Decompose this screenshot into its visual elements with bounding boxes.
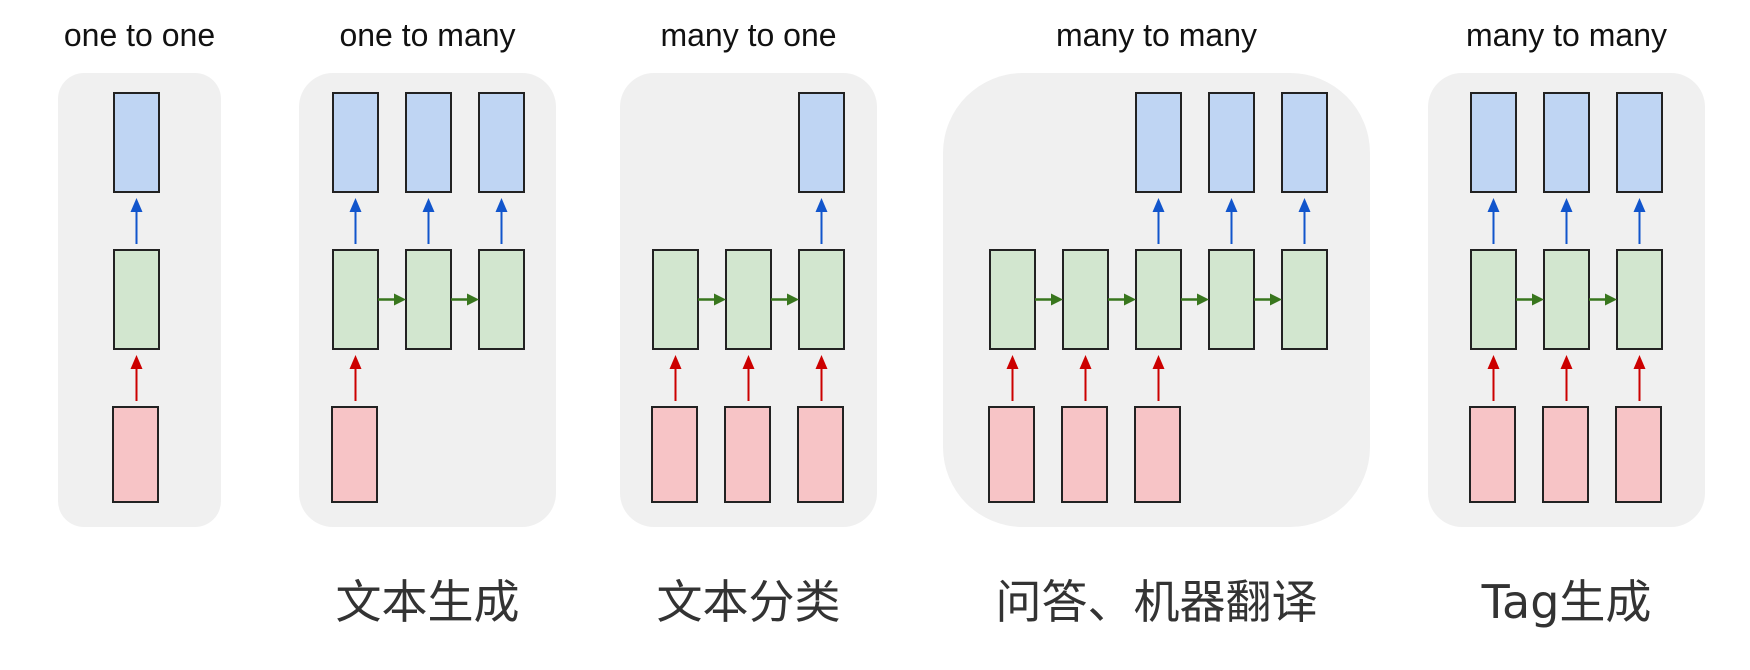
- hidden-state-box: [1135, 249, 1182, 350]
- output-box: [1281, 92, 1328, 193]
- output-arrowhead: [349, 198, 362, 212]
- output-box: [1208, 92, 1255, 193]
- input-arrowhead: [1152, 355, 1165, 369]
- hidden-state-box: [478, 249, 525, 350]
- input-box: [988, 406, 1035, 503]
- panel-title: one to one: [64, 17, 215, 53]
- output-box: [798, 92, 845, 193]
- input-arrowhead: [1006, 355, 1019, 369]
- recurrent-arrowhead: [1270, 293, 1282, 306]
- hidden-state-box: [113, 249, 160, 350]
- output-arrowhead: [1225, 198, 1238, 212]
- input-arrowhead: [815, 355, 828, 369]
- output-arrowhead: [495, 198, 508, 212]
- input-arrowhead: [669, 355, 682, 369]
- hidden-state-box: [332, 249, 379, 350]
- hidden-state-box: [1616, 249, 1663, 350]
- output-arrowhead: [1487, 198, 1500, 212]
- output-box: [478, 92, 525, 193]
- input-arrowhead: [1079, 355, 1092, 369]
- panel-title: many to one: [660, 17, 836, 53]
- recurrent-arrowhead: [1532, 293, 1544, 306]
- output-arrowhead: [1298, 198, 1311, 212]
- input-arrowhead: [1633, 355, 1646, 369]
- panel-title: one to many: [339, 17, 515, 53]
- input-arrowhead: [349, 355, 362, 369]
- output-arrowhead: [1560, 198, 1573, 212]
- input-box: [1469, 406, 1516, 503]
- input-box: [331, 406, 378, 503]
- input-arrowhead: [742, 355, 755, 369]
- output-arrowhead: [1152, 198, 1165, 212]
- recurrent-arrowhead: [394, 293, 406, 306]
- panel-title: many to many: [1466, 17, 1667, 53]
- output-box: [1470, 92, 1517, 193]
- panel-title: many to many: [1056, 17, 1257, 53]
- output-box: [405, 92, 452, 193]
- input-box: [797, 406, 844, 503]
- hidden-state-box: [652, 249, 699, 350]
- hidden-state-box: [1543, 249, 1590, 350]
- output-box: [1135, 92, 1182, 193]
- input-box: [651, 406, 698, 503]
- panel-caption: 问答、机器翻译: [996, 575, 1318, 629]
- hidden-state-box: [725, 249, 772, 350]
- input-box: [724, 406, 771, 503]
- output-arrowhead: [130, 198, 143, 212]
- input-arrowhead: [130, 355, 143, 369]
- input-box: [1542, 406, 1589, 503]
- hidden-state-box: [798, 249, 845, 350]
- recurrent-arrowhead: [714, 293, 726, 306]
- hidden-state-box: [1208, 249, 1255, 350]
- panel-caption: Tag生成: [1481, 575, 1652, 629]
- recurrent-arrowhead: [1197, 293, 1209, 306]
- output-box: [332, 92, 379, 193]
- recurrent-arrowhead: [1605, 293, 1617, 306]
- output-arrowhead: [815, 198, 828, 212]
- recurrent-arrowhead: [1051, 293, 1063, 306]
- hidden-state-box: [989, 249, 1036, 350]
- output-box: [1543, 92, 1590, 193]
- input-box: [1061, 406, 1108, 503]
- output-arrowhead: [422, 198, 435, 212]
- input-arrowhead: [1560, 355, 1573, 369]
- output-arrowhead: [1633, 198, 1646, 212]
- hidden-state-box: [1281, 249, 1328, 350]
- hidden-state-box: [405, 249, 452, 350]
- input-box: [1134, 406, 1181, 503]
- input-box: [1615, 406, 1662, 503]
- recurrent-arrowhead: [787, 293, 799, 306]
- output-box: [113, 92, 160, 193]
- panel-caption: 文本分类: [657, 575, 841, 629]
- input-arrowhead: [1487, 355, 1500, 369]
- panel-caption: 文本生成: [336, 575, 520, 629]
- input-box: [112, 406, 159, 503]
- hidden-state-box: [1062, 249, 1109, 350]
- hidden-state-box: [1470, 249, 1517, 350]
- output-box: [1616, 92, 1663, 193]
- recurrent-arrowhead: [1124, 293, 1136, 306]
- recurrent-arrowhead: [467, 293, 479, 306]
